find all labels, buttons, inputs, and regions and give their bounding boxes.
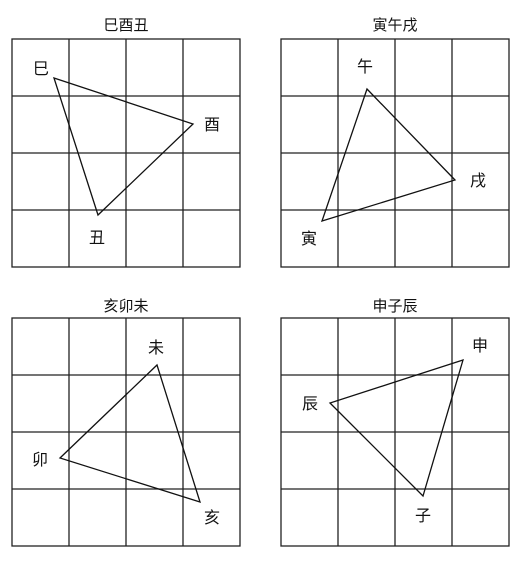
vertex-label-yin: 寅 — [301, 229, 317, 248]
grid — [280, 38, 510, 268]
panel-title: 寅午戌 — [372, 16, 417, 34]
panel-title: 亥卯未 — [103, 297, 148, 315]
trine-triangle — [320, 87, 457, 222]
panel-yin-wu-xu: 寅午戌 午 戌 寅 — [280, 16, 510, 268]
vertex-label-you: 酉 — [204, 115, 220, 134]
grid — [11, 38, 241, 268]
vertex-label-hai: 亥 — [204, 508, 220, 527]
grid — [11, 317, 241, 547]
trine-triangle — [58, 363, 201, 503]
panel-si-you-chou: 巳酉丑 巳 酉 丑 — [11, 16, 241, 268]
vertex-label-chou: 丑 — [89, 228, 105, 247]
vertex-label-mao: 卯 — [32, 450, 48, 469]
trine-triangle — [52, 76, 195, 217]
panel-title: 申子辰 — [372, 297, 417, 315]
panel-shen-zi-chen: 申子辰 申 子 辰 — [280, 297, 510, 547]
vertex-label-xu: 戌 — [470, 171, 486, 190]
vertex-label-wei: 未 — [148, 338, 164, 357]
panel-title: 巳酉丑 — [103, 16, 148, 34]
panel-hai-mao-wei: 亥卯未 未 亥 卯 — [11, 297, 241, 547]
vertex-label-si: 巳 — [33, 59, 49, 78]
vertex-label-zi: 子 — [415, 506, 431, 525]
vertex-label-wu: 午 — [357, 57, 373, 76]
grid — [280, 317, 510, 547]
vertex-label-chen: 辰 — [302, 394, 318, 413]
vertex-label-shen: 申 — [472, 336, 488, 355]
trine-triangle — [328, 359, 464, 498]
